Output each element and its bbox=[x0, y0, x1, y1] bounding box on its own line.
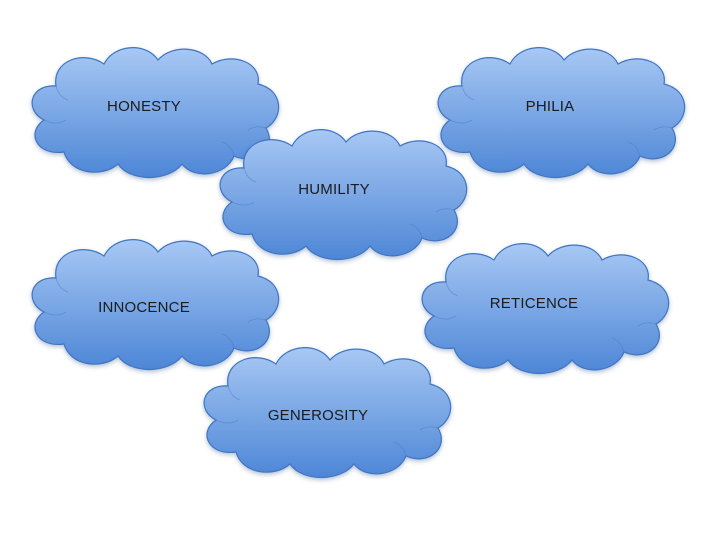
cloud-label-reticence: RETICENCE bbox=[490, 295, 578, 312]
cloud-label-innocence: INNOCENCE bbox=[98, 299, 190, 316]
cloud-honesty: HONESTY bbox=[31, 47, 280, 179]
cloud-generosity: GENEROSITY bbox=[203, 347, 452, 479]
cloud-label-honesty: HONESTY bbox=[107, 98, 181, 115]
cloud-label-humility: HUMILITY bbox=[298, 181, 370, 198]
cloud-philia: PHILIA bbox=[437, 47, 686, 179]
cloud-label-philia: PHILIA bbox=[526, 98, 575, 115]
cloud-label-generosity: GENEROSITY bbox=[268, 407, 368, 424]
cloud-reticence: RETICENCE bbox=[421, 243, 670, 375]
cloud-innocence: INNOCENCE bbox=[31, 239, 280, 371]
cloud-humility: HUMILITY bbox=[219, 129, 468, 261]
